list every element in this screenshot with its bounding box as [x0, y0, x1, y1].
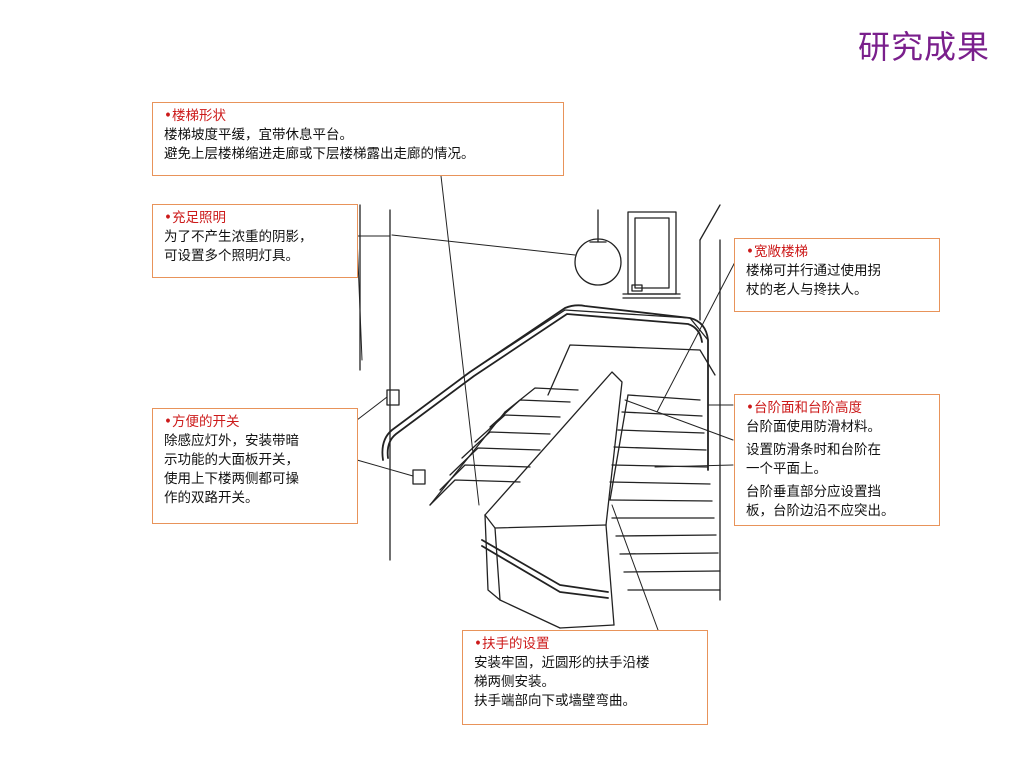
callout-line: 安装牢固，近圆形的扶手沿楼: [474, 655, 650, 671]
callout-stair-shape: 楼梯形状 楼梯坡度平缓，宜带休息平台。 避免上层楼梯缩进走廊或下层楼梯露出走廊的…: [152, 102, 564, 176]
callout-switch: 方便的开关 除感应灯外，安装带暗 示功能的大面板开关， 使用上下楼两侧都可操 作…: [152, 408, 358, 524]
callout-line: 楼梯可并行通过使用拐: [746, 263, 881, 279]
callout-wide-stair: 宽敞楼梯 楼梯可并行通过使用拐 杖的老人与搀扶人。: [734, 238, 940, 312]
callout-line: 设置防滑条时和台阶在: [746, 442, 881, 458]
left-steps: [429, 387, 579, 506]
callout-heading: 楼梯形状: [164, 107, 554, 126]
callout-line: 杖的老人与搀扶人。: [746, 282, 868, 298]
callout-line: 示功能的大面板开关，: [164, 452, 299, 468]
callout-line: 为了不产生浓重的阴影，: [164, 229, 313, 245]
callout-line: 楼梯坡度平缓，宜带休息平台。: [164, 127, 353, 143]
callout-lighting: 充足照明 为了不产生浓重的阴影， 可设置多个照明灯具。: [152, 204, 358, 278]
callout-tread-riser: 台阶面和台阶高度 台阶面使用防滑材料。 设置防滑条时和台阶在 一个平面上。 台阶…: [734, 394, 940, 526]
handrails: [381, 304, 709, 599]
callout-line: 台阶面使用防滑材料。: [746, 419, 881, 435]
callout-line: 扶手端部向下或墙壁弯曲。: [474, 693, 636, 709]
window: [622, 211, 681, 299]
page-title: 研究成果: [857, 28, 990, 66]
wall-lines: [359, 204, 721, 601]
callout-line: 台阶垂直部分应设置挡: [746, 484, 881, 500]
callout-line: 一个平面上。: [746, 461, 827, 477]
callout-heading: 扶手的设置: [474, 635, 698, 654]
callout-heading: 方便的开关: [164, 413, 348, 432]
callout-line: 使用上下楼两侧都可操: [164, 471, 299, 487]
callout-heading: 充足照明: [164, 209, 348, 228]
callout-line: 梯两侧安装。: [474, 674, 555, 690]
callout-heading: 台阶面和台阶高度: [746, 399, 930, 418]
callout-heading: 宽敞楼梯: [746, 243, 930, 262]
callout-line: 避免上层楼梯缩进走廊或下层楼梯露出走廊的情况。: [164, 146, 475, 162]
central-balustrade: [484, 371, 623, 629]
callout-line: 除感应灯外，安装带暗: [164, 433, 299, 449]
right-steps: [609, 394, 721, 591]
callout-handrail: 扶手的设置 安装牢固，近圆形的扶手沿楼 梯两侧安装。 扶手端部向下或墙壁弯曲。: [462, 630, 708, 725]
callout-line: 作的双路开关。: [164, 490, 259, 506]
callout-line: 可设置多个照明灯具。: [164, 248, 299, 264]
callout-line: 板，台阶边沿不应突出。: [746, 503, 895, 519]
leader-lines: [356, 175, 736, 631]
pendant-lamp: [574, 209, 622, 286]
